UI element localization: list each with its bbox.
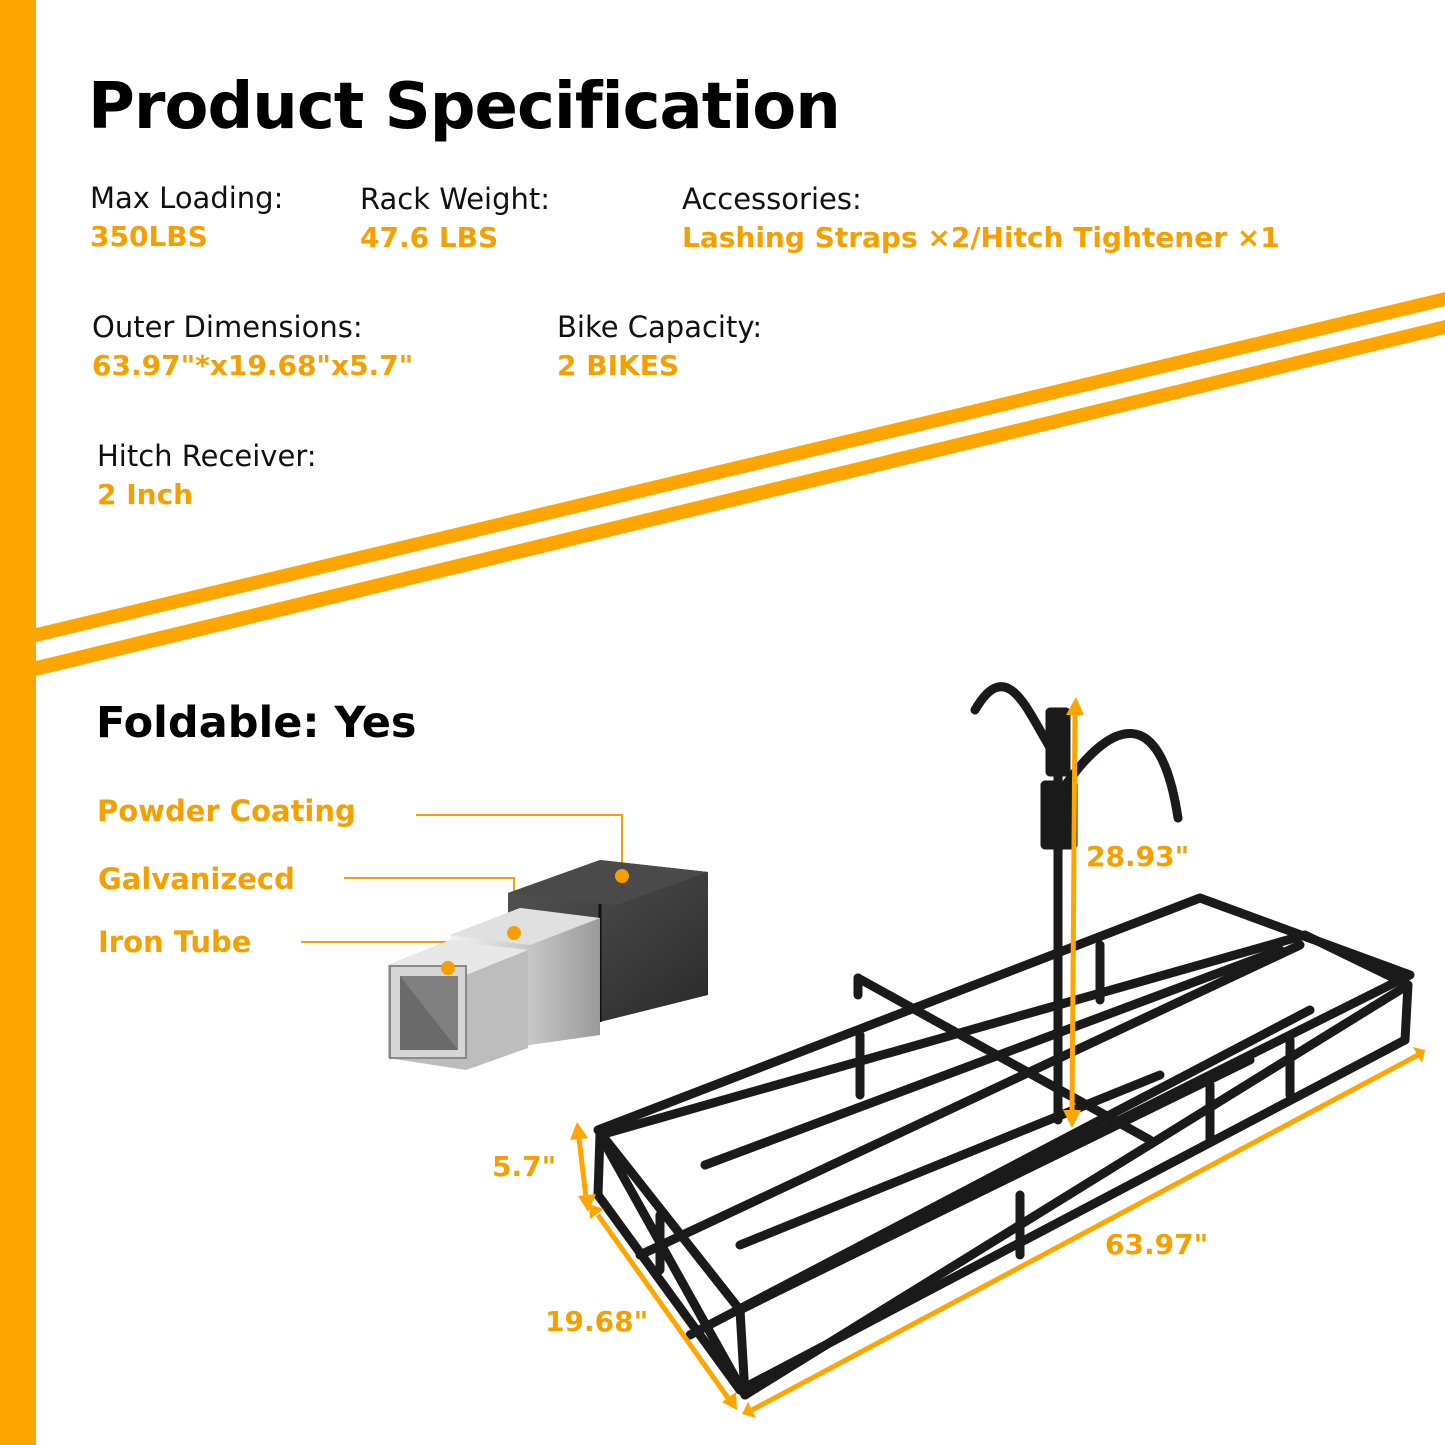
spec-value: 2 BIKES xyxy=(557,348,679,382)
spec-label: Rack Weight: xyxy=(360,182,551,216)
dimension-height-label: 28.93" xyxy=(1086,840,1190,873)
spec-max-loading: Max Loading: 350LBS xyxy=(90,180,283,255)
spec-value: Lashing Straps ×2/Hitch Tightener ×1 xyxy=(682,220,1280,254)
page-title: Product Specification xyxy=(88,70,841,144)
layer-label-powder-coating: Powder Coating xyxy=(97,794,356,828)
dimension-width-label: 19.68" xyxy=(545,1305,649,1338)
spec-hitch-receiver: Hitch Receiver: 2 Inch xyxy=(97,438,317,513)
dimension-length-label: 63.97" xyxy=(1105,1228,1209,1261)
layer-label-iron-tube: Iron Tube xyxy=(98,925,252,959)
spec-label: Max Loading: xyxy=(90,181,284,215)
spec-outer-dimensions: Outer Dimensions: 63.97"*x19.68"x5.7" xyxy=(92,309,413,384)
spec-value: 350LBS xyxy=(90,219,208,253)
spec-value: 47.6 LBS xyxy=(360,220,499,254)
spec-label: Bike Capacity: xyxy=(557,310,763,344)
spec-value: 63.97"*x19.68"x5.7" xyxy=(92,348,414,382)
layer-label-galvanized: Galvanizecd xyxy=(98,862,295,896)
dimension-depth-label: 5.7" xyxy=(492,1150,557,1183)
spec-label: Accessories: xyxy=(682,182,862,216)
foldable-heading: Foldable: Yes xyxy=(96,698,417,748)
spec-value: 2 Inch xyxy=(97,477,194,511)
spec-rack-weight: Rack Weight: 47.6 LBS xyxy=(360,181,550,256)
left-accent-bar xyxy=(0,0,36,1445)
spec-bike-capacity: Bike Capacity: 2 BIKES xyxy=(557,309,762,384)
spec-accessories: Accessories: Lashing Straps ×2/Hitch Tig… xyxy=(682,181,1280,256)
spec-label: Outer Dimensions: xyxy=(92,310,363,344)
spec-label: Hitch Receiver: xyxy=(97,439,317,473)
